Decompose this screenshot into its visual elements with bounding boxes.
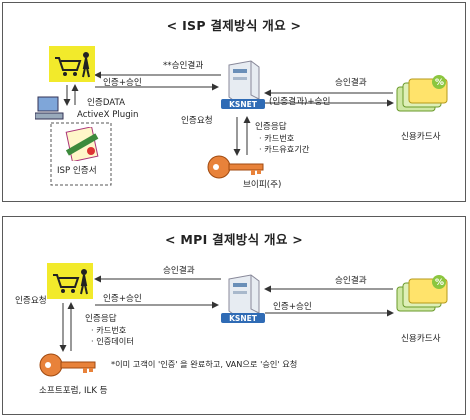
isp-label-isp-cert: ISP 인증서 bbox=[57, 166, 97, 176]
isp-label-bpay: 브이피(주) bbox=[243, 180, 282, 190]
mpi-label-approval-result-right: 승인결과 bbox=[335, 276, 367, 286]
mpi-label-auth-approve-left: 인증+승인 bbox=[103, 294, 142, 304]
key-icon bbox=[207, 153, 267, 181]
mpi-label-auth-approve-right: 인증+승인 bbox=[273, 302, 312, 312]
isp-panel: < ISP 결제방식 개요 > bbox=[2, 2, 466, 202]
certificate-icon bbox=[61, 126, 105, 163]
computer-icon bbox=[34, 95, 65, 121]
mpi-label-vendors: 소프트포럼, ILK 등 bbox=[39, 386, 108, 396]
mpi-label-note: *이미 고객이 '인증' 을 완료하고, VAN으로 '승인' 요청 bbox=[111, 359, 298, 369]
isp-label-approval-result-right: 승인결과 bbox=[335, 78, 367, 88]
isp-label-auth-response: 인증응답 bbox=[255, 122, 287, 132]
isp-label-card-expiry: · 카드유효기간 bbox=[259, 144, 310, 154]
mpi-label-approval-result-left: 승인결과 bbox=[163, 266, 195, 276]
isp-label-activex: ActiveX Plugin bbox=[77, 110, 139, 120]
key-icon bbox=[39, 351, 99, 379]
mpi-label-card-number: · 카드번호 bbox=[91, 325, 127, 335]
isp-label-auth-approve: 인증+승인 bbox=[103, 78, 142, 88]
mpi-label-auth-data: · 인증데이터 bbox=[91, 336, 134, 346]
isp-label-ksnet-result: (인증결과)+승인 bbox=[269, 97, 331, 107]
mpi-panel: < MPI 결제방식 개요 > KSNET bbox=[2, 216, 466, 415]
credit-card-icon: % bbox=[395, 273, 451, 317]
mpi-label-auth-request: 인증요청 bbox=[15, 296, 47, 306]
mpi-label-auth-response: 인증응답 bbox=[85, 314, 117, 324]
isp-label-auth-data: 인증DATA bbox=[87, 98, 125, 108]
mpi-label-card-company: 신용카드사 bbox=[401, 334, 441, 344]
ksnet-server-icon: KSNET bbox=[221, 273, 265, 325]
mpi-title: < MPI 결제방식 개요 > bbox=[164, 232, 304, 247]
svg-text:%: % bbox=[435, 278, 444, 288]
ksnet-server-icon: KSNET bbox=[221, 59, 265, 111]
svg-text:%: % bbox=[435, 78, 444, 88]
shopping-cart-icon bbox=[47, 263, 93, 299]
credit-card-icon: % bbox=[395, 73, 451, 117]
isp-label-auth-request: 인증요청 bbox=[181, 116, 213, 126]
shopping-cart-icon bbox=[49, 46, 95, 82]
isp-label-card-number: · 카드번호 bbox=[259, 133, 295, 143]
ksnet-badge: KSNET bbox=[229, 314, 257, 323]
isp-title: < ISP 결제방식 개요 > bbox=[166, 18, 302, 33]
isp-label-approval-result-stars: **승인결과 bbox=[163, 61, 204, 71]
ksnet-badge: KSNET bbox=[229, 100, 257, 109]
isp-label-card-company: 신용카드사 bbox=[401, 132, 441, 142]
